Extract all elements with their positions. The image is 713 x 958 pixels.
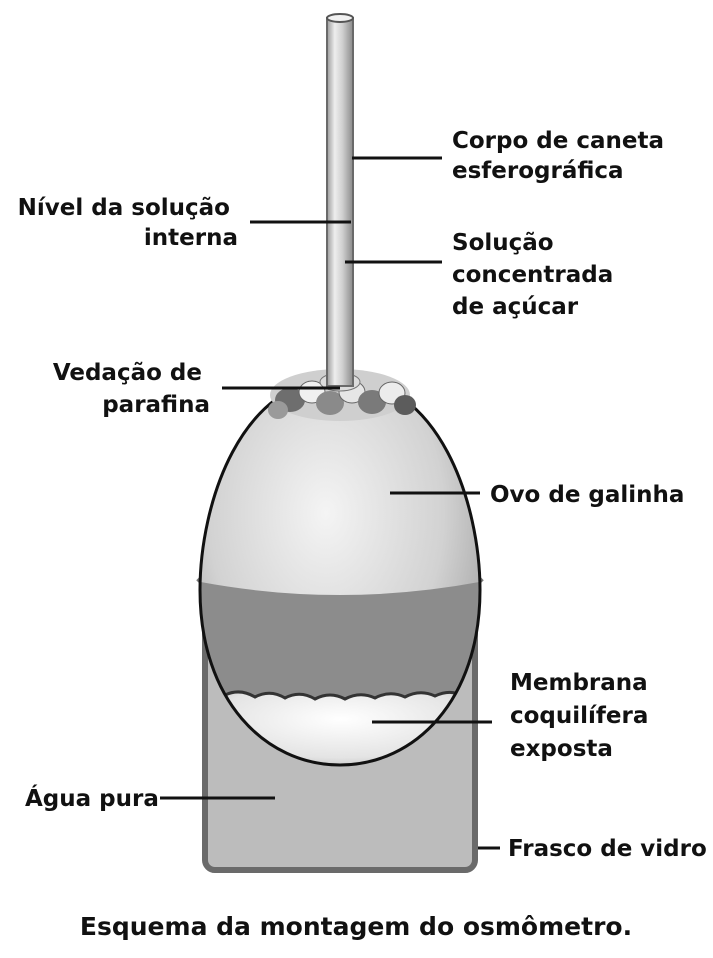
label-inner-level: Nível da solução interna (18, 195, 238, 251)
label-chicken-egg: Ovo de galinha (490, 482, 684, 508)
paraffin-seal (268, 369, 416, 421)
label-pen-body: Corpo de caneta esferográfica (452, 128, 672, 184)
pen-body-tube (326, 13, 354, 387)
label-pure-water: Água pura (25, 784, 159, 812)
chicken-egg (198, 376, 482, 767)
label-glass-jar: Frasco de vidro (508, 836, 707, 862)
diagram-caption: Esquema da montagem do osmômetro. (80, 912, 632, 941)
label-paraffin-seal: Vedação de parafina (53, 360, 210, 418)
label-membrane: Membrana coquilífera exposta (510, 670, 656, 762)
label-sugar-solution: Solução concentrada de açúcar (452, 230, 621, 320)
